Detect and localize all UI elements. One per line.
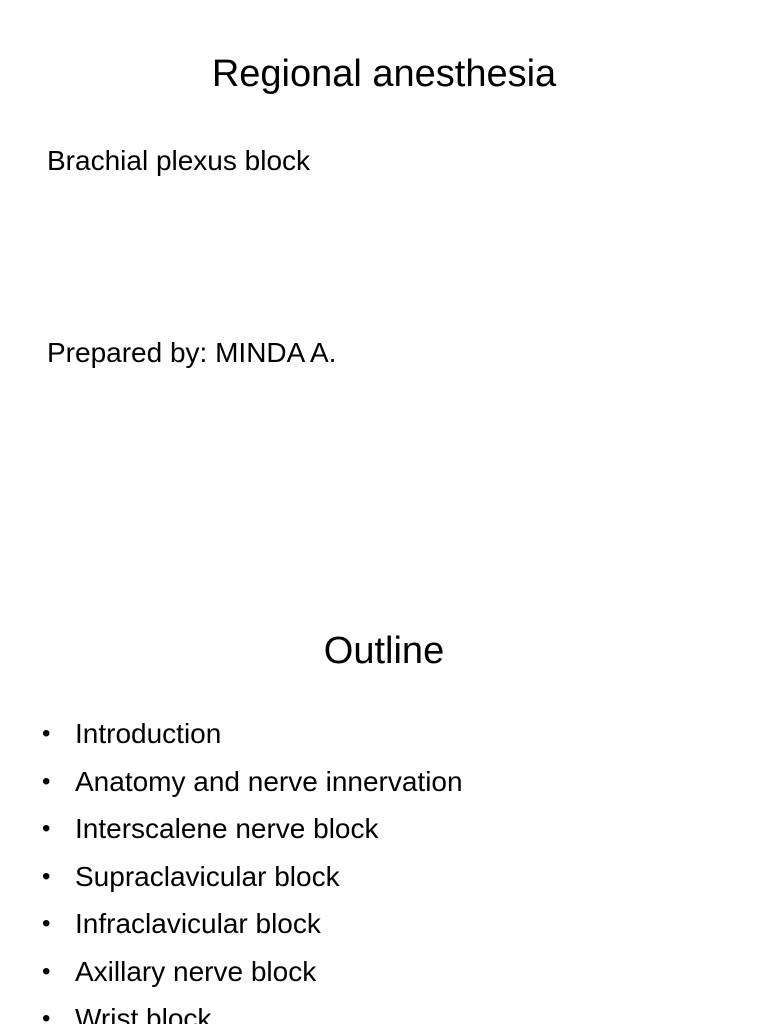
list-item-text: Supraclavicular block [75,860,340,892]
bullet-icon: • [42,720,51,747]
bullet-icon: • [42,815,51,842]
list-item-text: Axillary nerve block [75,955,317,987]
list-item-text: Interscalene nerve block [75,813,379,844]
bullet-icon: • [42,767,51,795]
slide-title: Regional anesthesia [211,53,557,95]
list-item-text: Introduction [75,718,222,749]
list-item-text: Wrist block [75,1003,212,1024]
bullet-icon: • [42,957,51,985]
bullet-icon: • [42,862,51,890]
list-item-text: Anatomy and nerve innervation [75,765,463,797]
subtitle-author: Prepared by: MINDA A. [47,337,337,368]
subtitle-topic: Brachial plexus block [47,145,311,176]
bullet-icon: • [42,910,51,937]
list-item-text: Infraclavicular block [75,908,321,939]
outline-slide: Outline • Introduction • Anatomy and ner… [0,590,768,1024]
slide-title: Outline [323,630,445,672]
bullet-icon: • [42,1005,51,1024]
title-slide: Regional anesthesia Brachial plexus bloc… [47,53,557,368]
